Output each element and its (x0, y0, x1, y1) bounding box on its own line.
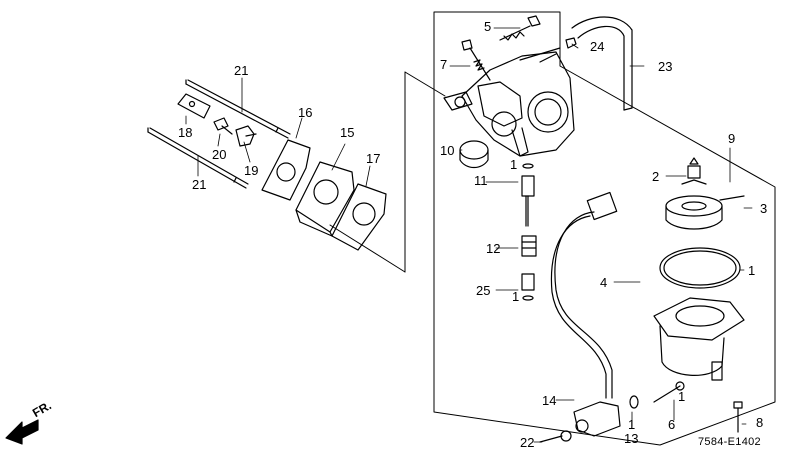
callout-7: 7 (440, 57, 448, 72)
callout-21-top: 21 (234, 63, 249, 78)
hose-joint (235, 125, 257, 147)
callout-24: 24 (590, 39, 605, 54)
diagram-code: 7584-E1402 (698, 436, 761, 448)
callout-1-e: 1 (678, 389, 686, 404)
needle-assembly (521, 163, 535, 227)
insulator (295, 161, 355, 237)
callout-8: 8 (756, 415, 764, 430)
callout-14: 14 (542, 393, 557, 408)
callout-16: 16 (298, 105, 313, 120)
jet-12 (521, 235, 537, 257)
bracket (177, 93, 211, 119)
float-3 (665, 195, 745, 230)
callout-15: 15 (340, 125, 355, 140)
callout-9: 9 (728, 131, 736, 146)
callout-23: 23 (658, 59, 673, 74)
stud-bolt-lower (147, 127, 249, 189)
carburetor-body (443, 47, 575, 157)
jet-25 (521, 273, 535, 301)
gasket-16 (261, 139, 311, 201)
clip-13 (629, 395, 639, 409)
callout-19: 19 (244, 163, 259, 178)
callout-1-d: 1 (748, 263, 756, 278)
leader-lines (185, 27, 753, 443)
callout-6: 6 (668, 417, 676, 432)
callout-3: 3 (760, 201, 768, 216)
fuel-tube (571, 16, 633, 111)
small-bolt (213, 117, 233, 135)
callout-11: 11 (474, 173, 488, 188)
callout-20: 20 (212, 147, 227, 162)
screw-22 (539, 430, 572, 443)
callout-22: 22 (520, 435, 535, 450)
assembly-boundary (329, 11, 776, 446)
sensor-body (573, 401, 621, 437)
screw-spring-7 (461, 39, 491, 81)
callout-4: 4 (600, 275, 608, 290)
o-ring (659, 247, 741, 289)
cap-10 (459, 140, 489, 169)
bolt-8 (733, 401, 743, 433)
stud-bolt-upper (185, 79, 291, 139)
float-chamber (653, 297, 745, 381)
clip-24 (565, 37, 577, 49)
callout-21-bottom: 21 (192, 177, 207, 192)
front-direction-arrow (5, 419, 39, 445)
callout-2: 2 (652, 169, 660, 184)
callout-1-a: 1 (510, 157, 518, 172)
callout-1-b: 1 (512, 289, 520, 304)
callout-1-c: 1 (628, 417, 636, 432)
callout-25: 25 (476, 283, 491, 298)
callout-10: 10 (440, 143, 455, 158)
callout-17: 17 (366, 151, 381, 166)
callout-5: 5 (484, 19, 492, 34)
drain-screw (653, 381, 685, 403)
screw-spring-5 (499, 15, 541, 41)
callout-18: 18 (178, 125, 193, 140)
gasket-17 (331, 183, 387, 251)
nipple-2 (681, 157, 707, 185)
callout-13: 13 (624, 431, 639, 446)
callout-12: 12 (486, 241, 501, 256)
sensor-wire (550, 191, 618, 399)
